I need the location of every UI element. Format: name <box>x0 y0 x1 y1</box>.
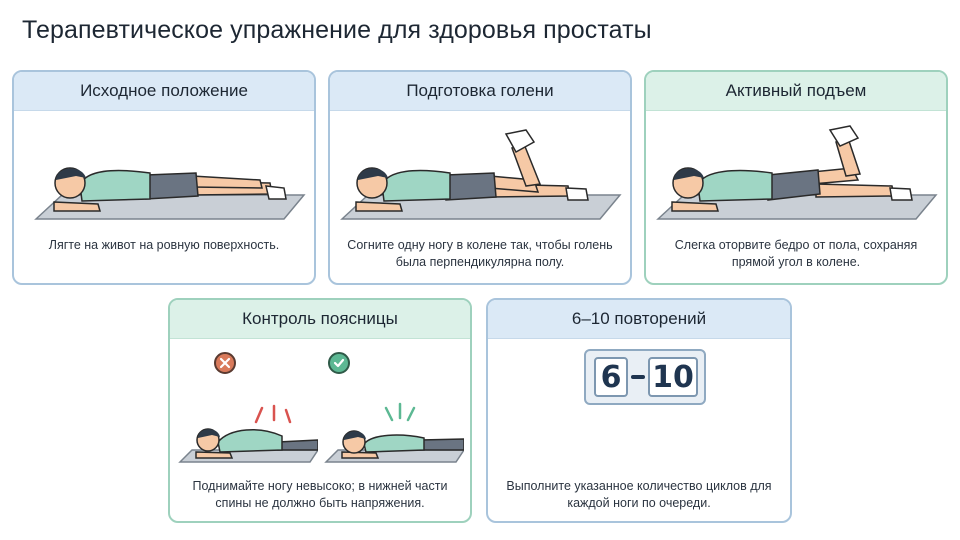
illustration-correct-flat-back <box>324 400 464 470</box>
card-repetitions: 6–10 повторений 6 10 Выполните указанное… <box>486 298 792 523</box>
card-caption: Выполните указанное количество циклов дл… <box>506 479 772 510</box>
card-title: 6–10 повторений <box>488 300 790 339</box>
counter-to: 10 <box>648 357 698 397</box>
illustration-wrong-arched-back <box>178 400 318 470</box>
page-title: Терапевтическое упражнение для здоровья … <box>22 16 652 44</box>
illustration-hip-lift <box>646 122 946 232</box>
repetitions-counter: 6 10 <box>584 349 706 405</box>
card-title: Подготовка голени <box>330 72 630 111</box>
card-lower-back-control: Контроль поясницы <box>168 298 472 523</box>
card-caption: Лягте на живот на ровную поверхность. <box>48 238 280 252</box>
card-caption: Слегка оторвите бедро от пола, сохраняя … <box>674 238 918 269</box>
card-title: Исходное положение <box>14 72 314 111</box>
counter-dash <box>631 375 645 379</box>
card-title: Контроль поясницы <box>170 300 470 339</box>
card-caption: Согните одну ногу в колене так, чтобы го… <box>347 238 613 269</box>
card-title: Активный подъем <box>646 72 946 111</box>
card-active-lift: Активный подъем Слегка оторвите бедро от… <box>644 70 948 285</box>
illustration-bent-knee <box>330 122 630 232</box>
check-circle-icon <box>328 352 350 374</box>
illustration-lying-prone <box>14 122 314 232</box>
card-caption: Поднимайте ногу невысоко; в нижней части… <box>192 479 448 510</box>
counter-from: 6 <box>594 357 628 397</box>
card-shin-preparation: Подготовка голени Согните одну ногу в ко… <box>328 70 632 285</box>
card-starting-position: Исходное положение Лягте на живот на ров… <box>12 70 316 285</box>
x-circle-icon <box>214 352 236 374</box>
